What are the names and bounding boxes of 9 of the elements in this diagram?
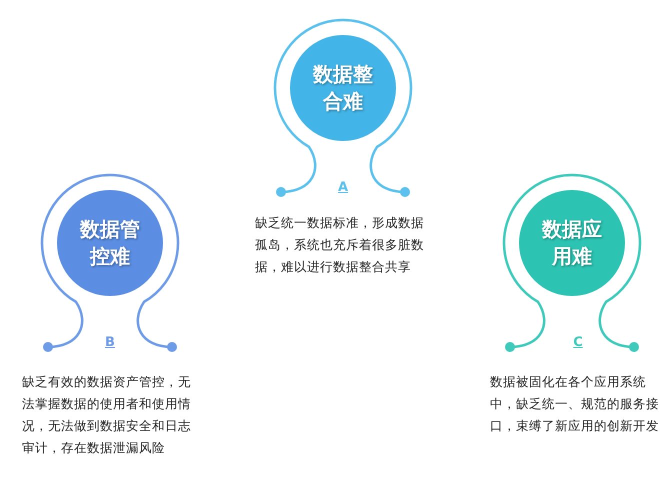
section-letter: A <box>336 180 350 195</box>
title-circle: 数据应用难 <box>519 190 625 296</box>
section-letter: B <box>104 335 116 350</box>
description-text: 缺乏有效的数据资产管控，无法掌握数据的使用者和使用情况，无法做到数据安全和日志审计，存在数据泄漏风险 <box>22 373 192 457</box>
description-text: 缺乏统一数据标准，形成数据孤岛，系统也充斥着很多脏数据，难以进行数据整合共享 <box>255 214 425 276</box>
title-circle: 数据管控难 <box>57 190 163 296</box>
description-text: 数据被固化在各个应用系统中，缺乏统一、规范的服务接口，束缚了新应用的创新开发 <box>490 373 660 435</box>
title-circle: 数据整合难 <box>290 35 396 141</box>
section-letter: C <box>572 335 584 350</box>
